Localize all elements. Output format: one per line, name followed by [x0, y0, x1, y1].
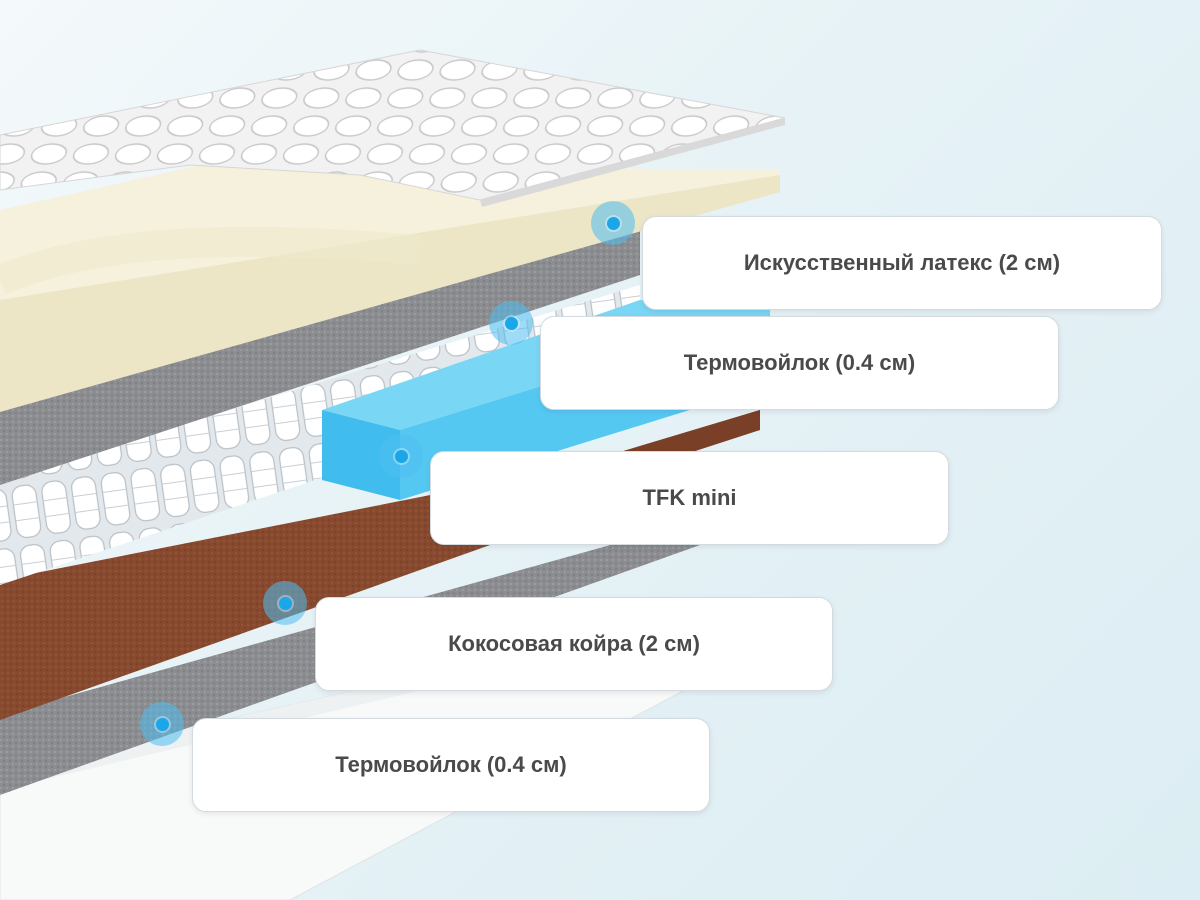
latex-layer — [0, 165, 780, 412]
top-felt-layer — [0, 225, 640, 485]
marker-coir[interactable] — [263, 581, 307, 625]
marker-tfk[interactable] — [379, 434, 423, 478]
marker-latex[interactable] — [591, 201, 635, 245]
marker-dot — [394, 449, 408, 463]
quilted-top-cover — [0, 49, 786, 207]
label-top-felt: Термовойлок (0.4 см) — [540, 316, 1059, 410]
label-bottom-felt: Термовойлок (0.4 см) — [192, 718, 710, 812]
marker-top-felt[interactable] — [489, 301, 533, 345]
marker-dot — [155, 717, 169, 731]
label-coir: Кокосовая койра (2 см) — [315, 597, 833, 691]
spring-block-layer — [0, 285, 640, 585]
label-tfk: TFK mini — [430, 451, 949, 545]
marker-dot — [504, 316, 518, 330]
marker-bottom-felt[interactable] — [140, 702, 184, 746]
label-latex: Искусственный латекс (2 см) — [642, 216, 1162, 310]
marker-dot — [278, 596, 292, 610]
marker-dot — [606, 216, 620, 230]
